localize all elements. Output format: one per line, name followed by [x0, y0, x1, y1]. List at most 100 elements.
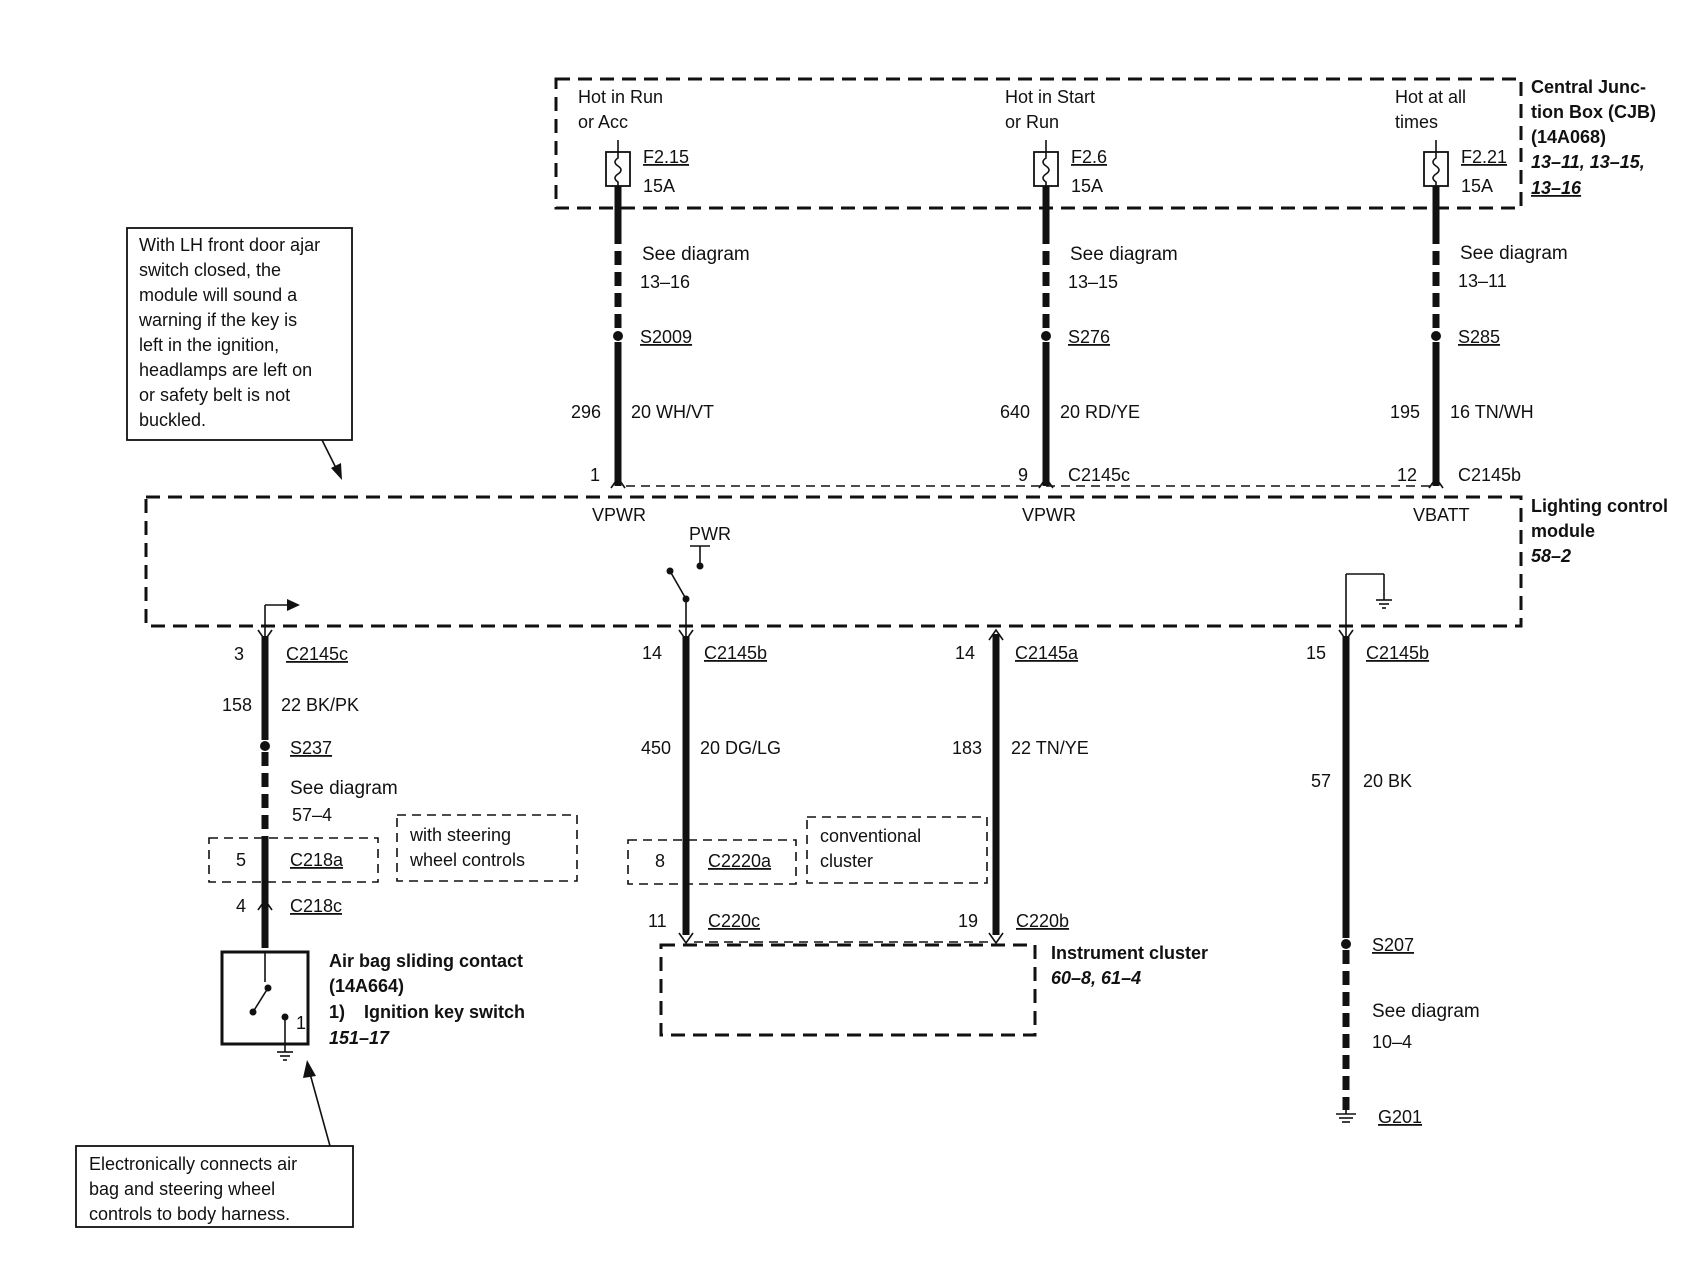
airbag-note-arrow-icon [303, 1060, 316, 1078]
fuse-1-see-ref: 13–16 [640, 272, 690, 292]
w1-see: See diagram [290, 778, 398, 799]
pin-3-label: 3 [234, 644, 244, 664]
airbag-note-line-2: bag and steering wheel [89, 1179, 275, 1199]
lcm-vbatt-label: VBATT [1413, 505, 1470, 525]
connector-c218c: C218c [290, 896, 342, 916]
w1-see-ref: 57–4 [292, 805, 332, 825]
airbag-ref: 151–17 [329, 1028, 390, 1048]
connector-c2220a: C2220a [708, 851, 772, 871]
circuit-57-wire: 20 BK [1363, 771, 1412, 791]
airbag-title-1: Air bag sliding contact [329, 951, 523, 971]
fuse-2-see: See diagram [1070, 244, 1178, 265]
splice-s237-dot [260, 741, 270, 751]
circuit-640-wire: 20 RD/YE [1060, 402, 1140, 422]
fuse-column-1: Hot in Run or Acc F2.15 15A See diagram … [571, 87, 750, 525]
circuit-296-number: 296 [571, 402, 601, 422]
splice-s285-label: S285 [1458, 327, 1500, 347]
instrument-cluster-outline [659, 943, 1037, 1037]
fuse-3-name: F2.21 [1461, 147, 1507, 167]
pwr-switch-blade [669, 570, 687, 600]
airbag-title-2: (14A664) [329, 976, 404, 996]
cjb-part-number: (14A068) [1531, 127, 1606, 147]
fuse-1-amps: 15A [643, 176, 675, 196]
fuse-1-state-2: or Acc [578, 112, 628, 132]
instrument-cluster: Instrument cluster 60–8, 61–4 [659, 943, 1208, 1037]
door-note-line-2: switch closed, the [139, 260, 281, 280]
pin-15-label: 15 [1306, 643, 1326, 663]
fuse-1-state-1: Hot in Run [578, 87, 663, 107]
fuse-2-name: F2.6 [1071, 147, 1107, 167]
steering-note-2: wheel controls [409, 850, 525, 870]
connector-c218a: C218a [290, 850, 344, 870]
airbag-note-line-3: controls to body harness. [89, 1204, 290, 1224]
splice-s285-dot [1431, 331, 1441, 341]
fuse-2-state-1: Hot in Start [1005, 87, 1095, 107]
door-note-line-3: module will sound a [139, 285, 298, 305]
fuse-column-3: Hot at all times F2.21 15A See diagram 1… [1390, 87, 1568, 525]
circuit-640-number: 640 [1000, 402, 1030, 422]
connector-c2220a-box [627, 839, 797, 885]
door-note-line-8: buckled. [139, 410, 206, 430]
circuit-450-number: 450 [641, 738, 671, 758]
ground-g201-label: G201 [1378, 1107, 1422, 1127]
opt-pin-5: 5 [236, 850, 246, 870]
bottom-wire-3: 14 C2145a 183 22 TN/YE 19 C220b [952, 628, 1089, 945]
output-flag-icon [287, 599, 300, 611]
fuse-3-see: See diagram [1460, 243, 1568, 264]
circuit-183-wire: 22 TN/YE [1011, 738, 1089, 758]
fuse-2-state-2: or Run [1005, 112, 1059, 132]
pin-19-label: 19 [958, 911, 978, 931]
opt-pin-8: 8 [655, 851, 665, 871]
bottom-wire-1: 3 C2145c 158 22 BK/PK S237 See diagram 5… [208, 629, 578, 948]
cjb-outline [554, 77, 1523, 210]
fuse-3-amps: 15A [1461, 176, 1493, 196]
fuse-1-see: See diagram [642, 244, 750, 265]
door-ajar-note-box [126, 227, 353, 441]
circuit-450-wire: 20 DG/LG [700, 738, 781, 758]
circuit-296-wire: 20 WH/VT [631, 402, 714, 422]
lcm-pwr-label: PWR [689, 524, 731, 544]
splice-s2009-dot [613, 331, 623, 341]
connector-c2145b-top: C2145b [1458, 465, 1521, 485]
splice-s276-label: S276 [1068, 327, 1110, 347]
pin-1-label: 1 [590, 465, 600, 485]
fuse-1-element [614, 152, 622, 186]
door-note-line-6: headlamps are left on [139, 360, 312, 380]
fuse-column-2: Hot in Start or Run F2.6 15A See diagram… [1000, 87, 1178, 525]
central-junction-box: Central Junc- tion Box (CJB) (14A068) 13… [554, 77, 1656, 210]
lcm-title-2: module [1531, 521, 1595, 541]
ignition-key-switch-blade [252, 987, 269, 1013]
fuse-3-state-1: Hot at all [1395, 87, 1466, 107]
fuse-2-element [1042, 152, 1050, 186]
splice-s207-label: S207 [1372, 935, 1414, 955]
fuse-3-state-2: times [1395, 112, 1438, 132]
airbag-note-pointer [308, 1069, 331, 1147]
splice-s207-dot [1341, 939, 1351, 949]
door-ajar-note: With LH front door ajar switch closed, t… [126, 227, 353, 480]
lcm-title-1: Lighting control [1531, 496, 1668, 516]
w4-see: See diagram [1372, 1001, 1480, 1022]
cjb-ref-1: 13–11, 13–15, [1531, 152, 1645, 172]
cjb-title-2: tion Box (CJB) [1531, 102, 1656, 122]
bottom-wire-4: 15 C2145b 57 20 BK S207 See diagram 10–4… [1306, 629, 1480, 1127]
lcm-outline [144, 495, 1523, 628]
bottom-wire-2: 14 C2145b 450 20 DG/LG 8 C2220a conventi… [627, 629, 988, 945]
fuse-2-see-ref: 13–15 [1068, 272, 1118, 292]
cjb-title-1: Central Junc- [1531, 77, 1646, 97]
steering-note-1: with steering [409, 825, 511, 845]
splice-s237-label: S237 [290, 738, 332, 758]
door-note-line-5: left in the ignition, [139, 335, 279, 355]
pin-14-label-a: 14 [642, 643, 662, 663]
circuit-158-wire: 22 BK/PK [281, 695, 359, 715]
connector-c2145c-top: C2145c [1068, 465, 1130, 485]
connector-c220b: C220b [1016, 911, 1069, 931]
cjb-ref-2: 13–16 [1531, 178, 1582, 198]
pin-14-label-b: 14 [955, 643, 975, 663]
door-note-line-4: warning if the key is [138, 310, 297, 330]
fuse-1-name: F2.15 [643, 147, 689, 167]
airbag-sliding-contact: 1 Air bag sliding contact (14A664) 1) Ig… [220, 950, 525, 1061]
splice-s2009-label: S2009 [640, 327, 692, 347]
lcm-ref: 58–2 [1531, 546, 1571, 566]
door-note-line-1: With LH front door ajar [139, 235, 320, 255]
pin-4-label: 4 [236, 896, 246, 916]
